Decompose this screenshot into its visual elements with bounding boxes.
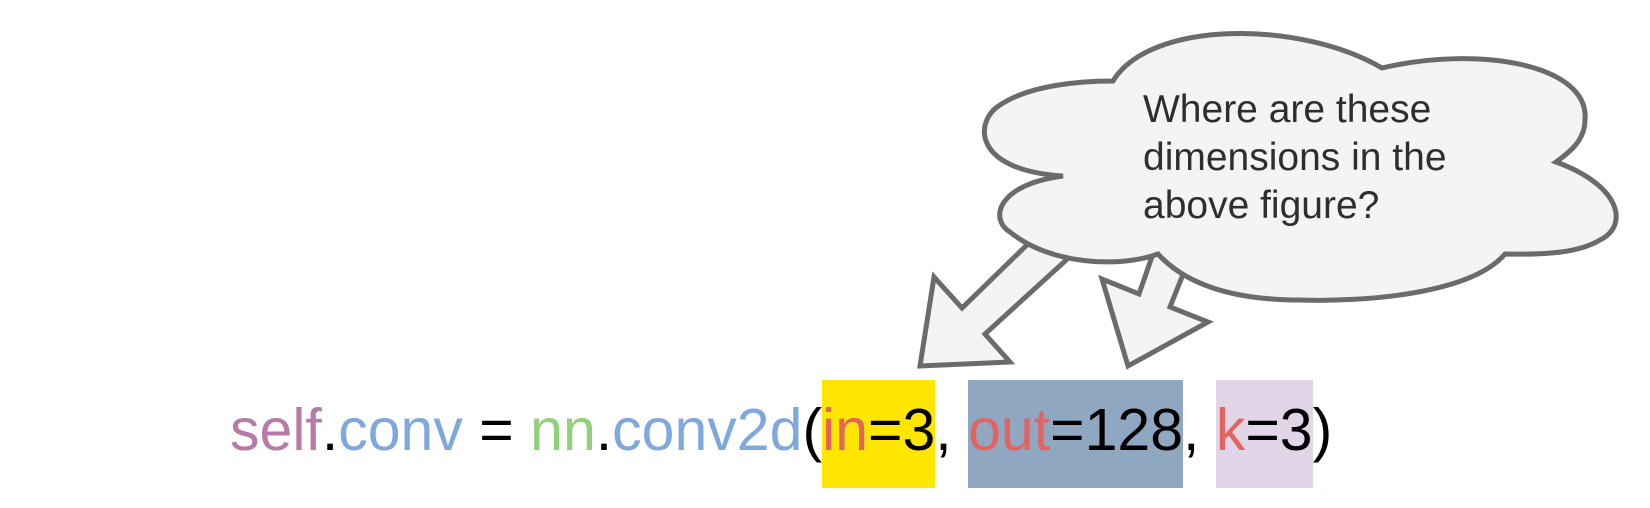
code-conv-attribute: conv — [338, 397, 463, 463]
code-dot: . — [321, 397, 339, 463]
code-line: self.conv = nn.conv2d(in=3, out=128, k=3… — [230, 380, 1333, 488]
param-out-value: =128 — [1050, 397, 1184, 463]
thought-bubble — [981, 31, 1619, 303]
code-dot: . — [595, 397, 613, 463]
param-k-value: =3 — [1245, 397, 1313, 463]
param-k-name: k — [1215, 397, 1246, 463]
param-in-name: in — [822, 397, 869, 463]
code-self: self — [230, 397, 322, 463]
code-nn-module: nn — [530, 397, 596, 463]
arrow-to-in — [917, 237, 1081, 369]
code-separator: , — [1183, 397, 1216, 463]
param-out-name: out — [968, 397, 1051, 463]
code-assign: = — [462, 397, 531, 463]
param-in-value: =3 — [868, 397, 936, 463]
callout-line-3: above figure? — [1143, 184, 1380, 227]
code-close-paren: ) — [1312, 397, 1333, 463]
code-separator: , — [935, 397, 969, 463]
code-conv2d-call: conv2d — [612, 397, 803, 463]
code-open-paren: ( — [802, 397, 823, 463]
highlight-in-arg: in=3 — [822, 380, 936, 488]
highlight-k-arg: k=3 — [1215, 380, 1313, 488]
callout-line-2: dimensions in the — [1143, 136, 1447, 179]
highlight-out-arg: out=128 — [968, 380, 1184, 488]
callout-line-1: Where are these — [1143, 88, 1432, 131]
callout-question: Where are these dimensions in the above … — [1143, 86, 1483, 230]
